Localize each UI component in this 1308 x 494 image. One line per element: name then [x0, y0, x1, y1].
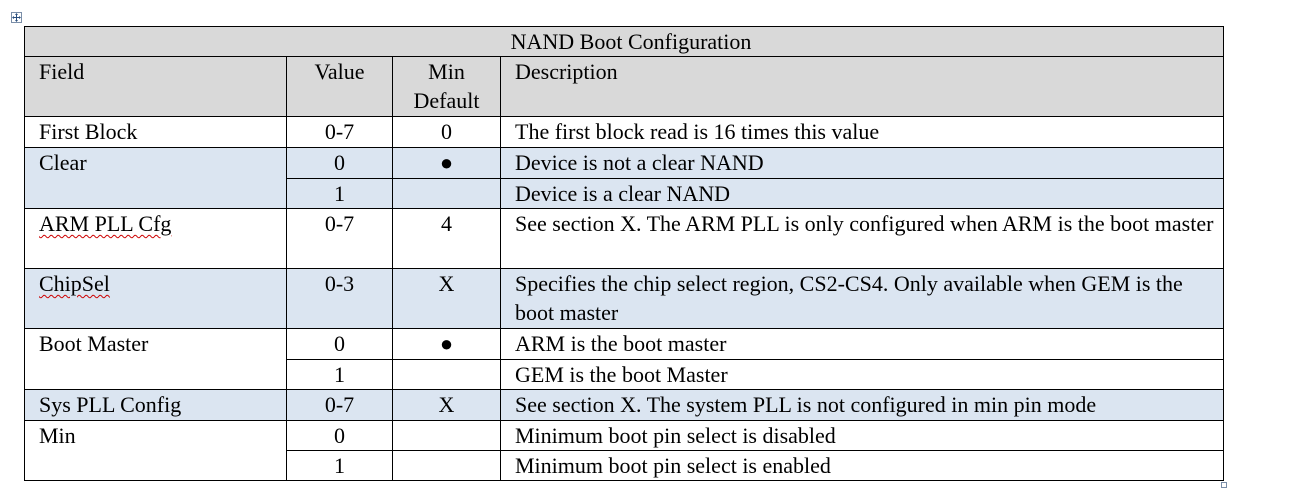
min-default-cell: X	[392, 268, 501, 329]
min-default-cell: X	[392, 389, 501, 421]
value-cell: 0-3	[286, 268, 393, 329]
min-default-cell	[392, 359, 501, 390]
description-cell: Minimum boot pin select is disabled	[499, 420, 1225, 451]
min-default-cell	[392, 178, 501, 209]
min-default-cell	[392, 420, 501, 451]
min-default-cell	[392, 450, 501, 481]
description-cell: GEM is the boot Master	[499, 359, 1225, 390]
field-cell: Boot Master	[24, 328, 287, 390]
description-cell: Device is a clear NAND	[499, 178, 1225, 209]
min-default-cell: ●	[392, 147, 501, 179]
field-text: ARM PLL Cfg	[39, 211, 172, 236]
field-cell: First Block	[24, 116, 287, 148]
description-cell: Specifies the chip select region, CS2-CS…	[499, 268, 1225, 329]
description-cell: ARM is the boot master	[499, 328, 1225, 360]
table-resize-icon[interactable]	[1221, 482, 1227, 488]
table-row: Sys PLL Config 0-7 X See section X. The …	[24, 389, 1225, 421]
header-value: Value	[286, 56, 393, 117]
description-cell: The first block read is 16 times this va…	[499, 116, 1225, 148]
table-row: 1 GEM is the boot Master	[25, 359, 1225, 390]
table-row: ARM PLL Cfg 0-7 4 See section X. The ARM…	[24, 208, 1225, 269]
table-row: First Block 0-7 0 The first block read i…	[24, 116, 1225, 148]
description-cell: See section X. The system PLL is not con…	[499, 389, 1225, 421]
field-cell: ChipSel	[24, 268, 287, 329]
field-cell: Sys PLL Config	[24, 389, 287, 421]
min-default-cell: 0	[392, 116, 501, 148]
table-move-icon[interactable]	[11, 12, 22, 23]
table-row: ChipSel 0-3 X Specifies the chip select …	[24, 268, 1225, 329]
field-cell: Min	[24, 420, 287, 481]
value-cell: 0	[286, 420, 393, 451]
value-cell: 0-7	[286, 208, 393, 269]
value-cell: 0-7	[286, 116, 393, 148]
field-cell: ARM PLL Cfg	[24, 208, 287, 269]
header-min-default-line2: Default	[413, 88, 480, 113]
field-text: ChipSel	[39, 271, 110, 296]
min-default-cell: ●	[392, 328, 501, 360]
header-description: Description	[499, 56, 1225, 117]
field-cell: Clear	[24, 147, 287, 209]
table-row: Clear 0 ● Device is not a clear NAND	[24, 147, 1225, 209]
value-cell: 1	[286, 359, 393, 390]
min-default-cell: 4	[392, 208, 501, 269]
table-title: NAND Boot Configuration	[23, 26, 1225, 57]
value-cell: 1	[286, 450, 393, 481]
description-cell: See section X. The ARM PLL is only confi…	[499, 208, 1225, 269]
table-row: Boot Master 0 ● ARM is the boot master	[24, 328, 1225, 390]
value-cell: 0	[286, 147, 393, 179]
header-min-default-line1: Min	[428, 59, 465, 84]
value-cell: 1	[286, 178, 393, 209]
table-row: 1 Minimum boot pin select is enabled	[25, 450, 1225, 481]
value-cell: 0-7	[286, 389, 393, 421]
description-cell: Device is not a clear NAND	[499, 147, 1225, 179]
value-cell: 0	[286, 328, 393, 360]
description-cell: Minimum boot pin select is enabled	[499, 450, 1225, 481]
table-row: Min 0 Minimum boot pin select is disable…	[24, 420, 1225, 481]
header-field: Field	[24, 56, 287, 117]
table-row: 1 Device is a clear NAND	[25, 178, 1225, 209]
